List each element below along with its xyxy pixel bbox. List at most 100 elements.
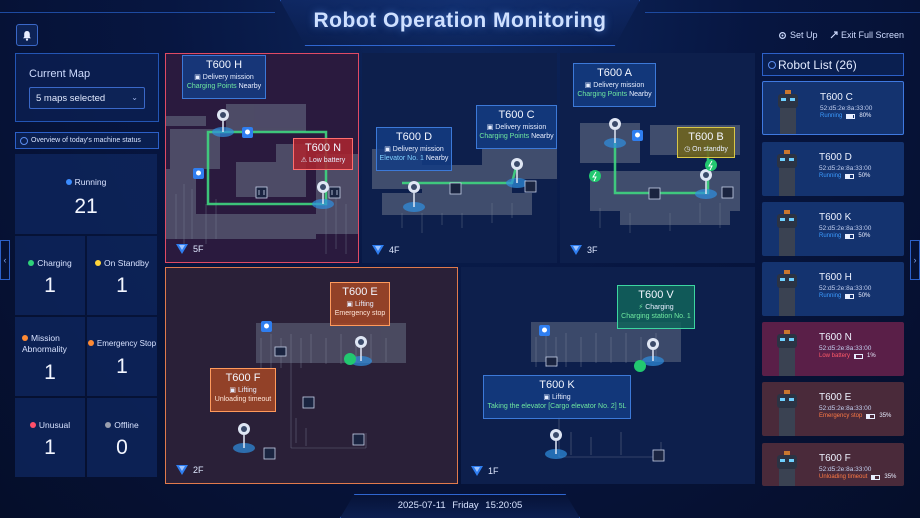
robot-mac: 52:d5:2e:8a:33:00 [819,225,872,232]
robot-marker-3f [695,169,717,199]
robot-name: T600 F [819,453,851,464]
ring-icon [768,61,776,69]
robot-marker-3f [604,118,626,148]
elevator-icon [648,187,661,200]
status-dot [28,260,35,266]
next-page-arrow[interactable]: › [910,240,920,280]
robot-avatar-icon [777,451,797,486]
map-panel-1f[interactable]: T600 V ⚡ Charging Charging station No. 1… [461,267,755,484]
stat-value: 1 [44,274,56,297]
location-pin-icon [632,130,643,141]
robot-avatar-icon [778,90,798,134]
robot-name: T600 K [819,212,852,223]
stat-emergency-stop: Emergency Stop 1 [87,317,157,396]
notification-button[interactable] [16,24,38,46]
robot-card-t600b[interactable]: T600 B ◷ On standby [677,127,735,158]
map-select[interactable]: 5 maps selected ⌄ [29,87,145,109]
bell-icon [23,30,31,41]
robot-card-t600n[interactable]: T600 N ⚠ Low battery [293,138,353,170]
robot-marker-5f [212,109,234,137]
chevron-left-icon: ‹ [3,255,7,265]
elevator-icon [545,356,558,367]
robot-avatar-icon [777,390,797,436]
charging-icon [705,159,717,171]
robot-battery: 1% [867,353,876,359]
robot-avatar-icon [777,330,797,376]
robot-battery: 35% [879,413,892,419]
floor-label-3f: 3F [570,245,598,255]
location-pin-icon [193,168,204,179]
robot-card-t600f[interactable]: T600 F ▣ Lifting Unloading timeout [210,368,276,412]
mission-icon: ▣ [194,74,203,81]
robot-card-t600d[interactable]: T600 D ▣ Delivery mission Elevator No. 1… [376,127,452,171]
elevator-icon [255,186,268,199]
robot-marker-1f [642,338,664,366]
setup-button[interactable]: Set Up [778,30,818,40]
robot-card-t600a[interactable]: T600 A ▣ Delivery mission Charging Point… [573,63,656,107]
battery-icon [845,173,855,179]
robot-mac: 52:d5:2e:8a:33:00 [820,105,873,112]
map-select-value: 5 maps selected [36,93,106,104]
elevator-icon [328,186,341,199]
robot-card-t600c[interactable]: T600 C ▣ Delivery mission Charging Point… [476,105,557,149]
battery-icon [846,113,856,119]
floor-icon [176,244,188,254]
exit-fullscreen-icon [830,31,838,39]
stat-label: On Standby [104,258,149,268]
stat-value: 21 [74,195,98,218]
floor-label-4f: 4F [372,245,400,255]
robot-marker-1f [545,429,567,459]
robot-name: T600 C [820,92,853,103]
exit-fullscreen-button[interactable]: Exit Full Screen [830,30,904,40]
ring-icon [20,137,28,145]
stat-label: Offline [114,420,139,430]
stat-label: Running [74,177,107,187]
stat-label: Charging [37,258,72,268]
map-panel-3f[interactable]: T600 A ▣ Delivery mission Charging Point… [560,53,755,263]
map-panel-5f[interactable]: T600 H ▣ Delivery mission Charging Point… [165,53,359,263]
footer-datetime: 2025-07-11 Friday 15:20:05 [0,500,920,511]
map-panel-2f[interactable]: T600 E ▣ Lifting Emergency stop T600 F ▣… [165,267,458,484]
robot-battery: 80% [859,113,872,119]
robot-card-t600v[interactable]: T600 V ⚡ Charging Charging station No. 1 [617,285,695,329]
status-dot [87,340,94,346]
robot-name: T600 N [819,332,852,343]
robot-marker-4f [403,181,425,212]
elevator-icon [721,186,734,199]
header-line-left [0,12,275,13]
robot-name: T600 D [819,152,852,163]
current-map-label: Current Map [29,68,91,80]
floor-label-5f: 5F [176,244,204,254]
footer-day: Friday [452,500,479,511]
header-line-right [645,12,920,13]
gear-icon [779,31,786,39]
robot-status: Unloading timeout [819,474,868,480]
stat-value: 1 [44,436,56,459]
lifting-icon: ▣ [229,387,238,394]
map-panel-4f[interactable]: T600 C ▣ Delivery mission Charging Point… [362,53,557,263]
prev-page-arrow[interactable]: ‹ [0,240,10,280]
robot-card-t600e[interactable]: T600 E ▣ Lifting Emergency stop [330,282,390,326]
warning-icon: ⚠ [300,157,310,164]
elevator-icon [263,447,276,460]
chevron-down-icon: ⌄ [131,93,138,102]
robot-card-t600h[interactable]: T600 H ▣ Delivery mission Charging Point… [182,55,266,99]
floor-label-1f: 1F [471,466,499,476]
status-dot [29,422,36,428]
location-pin-icon [539,325,550,336]
lifting-icon: ▣ [346,301,355,308]
location-pin-icon [261,321,272,332]
robot-card-t600k[interactable]: T600 K ▣ Lifting Taking the elevator [Ca… [483,375,631,419]
stat-charging: Charging 1 [15,236,85,315]
stat-label: Unusual [38,420,71,430]
charging-icon [634,360,646,372]
robot-status: Running [819,293,842,299]
